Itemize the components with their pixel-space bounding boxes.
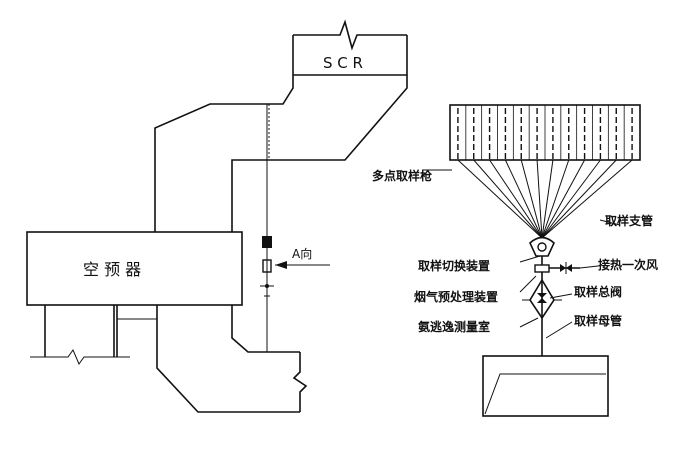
sampling-branch-line (541, 159, 554, 239)
valve-bypass-diamond (529, 279, 555, 320)
lower-duct-outer (156, 305, 300, 413)
label-ammonia-slip-room: 氨逃逸测量室 (418, 319, 490, 334)
duct-outer-wall (154, 75, 294, 232)
probe-columns (457, 105, 633, 160)
measurement-room-box (482, 355, 609, 417)
sampling-branch-line (541, 159, 617, 239)
sampling-branch-line (541, 159, 570, 239)
sampling-branch-line (520, 159, 543, 239)
pretreatment-mark (262, 259, 272, 273)
preheater-outlet (116, 304, 158, 320)
leader-main-pipe (545, 321, 573, 339)
leader-branch (599, 219, 621, 226)
sampling-branch-lines (457, 159, 633, 239)
switch-device-mark (262, 236, 272, 248)
air-preheater-label: 空 预 器 (83, 260, 141, 279)
sampling-branch-line (504, 159, 543, 239)
label-flue-gas-pretreatment: 烟气预处理装置 (414, 289, 498, 304)
leader-switch (519, 255, 541, 263)
leader-valve (549, 293, 573, 299)
label-main-sampling-valve: 取样总阀 (574, 284, 622, 299)
measurement-room-ramp (484, 373, 606, 415)
sampling-branch-line (541, 159, 601, 239)
scr-label: S C R (323, 54, 363, 72)
sampling-branch-line (541, 159, 586, 239)
label-primary-air-heating: 接热一次风 (598, 257, 658, 272)
scr-top-break-line (293, 19, 407, 51)
view-direction-label: A向 (292, 246, 312, 261)
leader-pretreat (519, 275, 537, 293)
sampling-branch-line (536, 159, 543, 239)
view-arrow-head (275, 261, 287, 269)
sampling-branch-line (473, 159, 543, 239)
sampling-branch-line (541, 159, 633, 239)
ground-break-line (30, 348, 130, 366)
left-duct-diagram: 空 预 器 S C R A向 (26, 19, 408, 413)
label-sampling-switch-device: 取样切换装置 (418, 258, 490, 273)
duct-end-break (292, 352, 308, 412)
duct-inner-wall (231, 75, 408, 232)
label-sampling-branch-pipe: 取样支管 (605, 213, 653, 228)
sampling-switch-device (529, 236, 555, 257)
main-valve-mark (537, 293, 547, 298)
pretreatment-unit (534, 264, 550, 273)
lower-duct-inner (231, 305, 300, 353)
leader-primary-air (579, 265, 599, 269)
label-main-sampling-pipe: 取样母管 (574, 313, 622, 328)
leader-room (519, 317, 539, 328)
sampling-branch-line (457, 159, 543, 239)
label-multi-point-probe: 多点取样枪 (372, 168, 432, 183)
right-sampling-diagram: 多点取样枪 取样支管 取样切换装置 接热一次风 烟气预处理装置 取样总阀 氨逃逸… (372, 104, 658, 417)
sampling-branch-line (489, 159, 543, 239)
